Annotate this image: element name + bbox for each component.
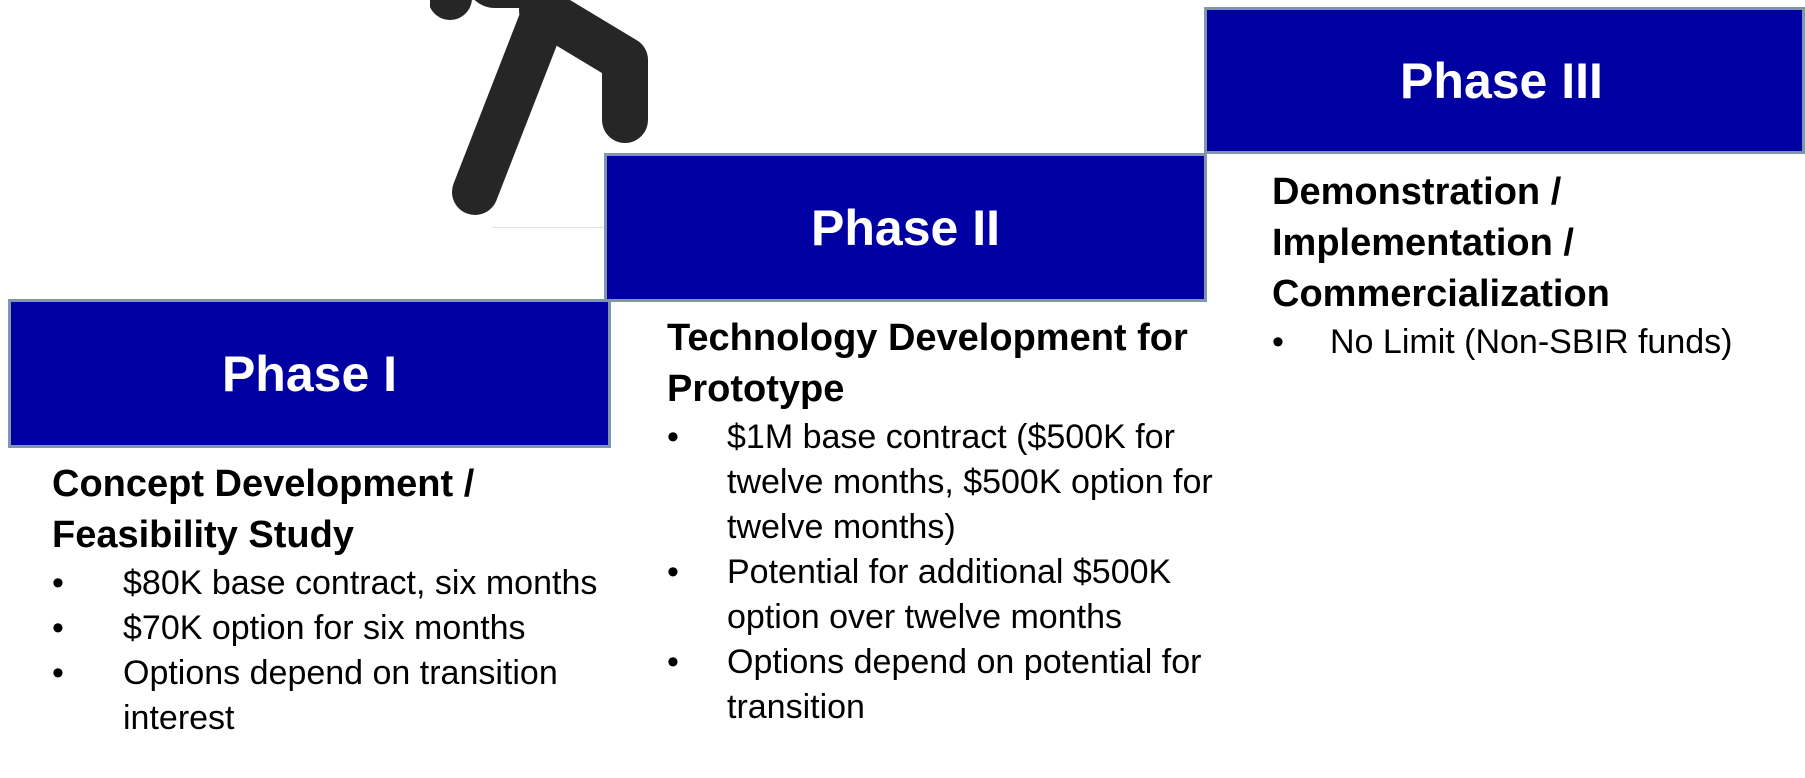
list-item: • Options depend on potential for transi… (667, 640, 1227, 730)
step-baseline (492, 227, 604, 228)
bullet-text: Options depend on transition interest (123, 654, 558, 737)
bullet-dot-icon: • (667, 643, 679, 681)
bullet-text: $1M base contract ($500K for twelve mont… (727, 418, 1213, 546)
phase-3-box: Phase III (1204, 7, 1805, 154)
bullet-text: Potential for additional $500K option ov… (727, 553, 1172, 636)
phase-1-heading: Concept Development / Feasibility Study (52, 463, 475, 556)
phase-1-bullet-list: • $80K base contract, six months • $70K … (52, 561, 612, 741)
phase-2-box: Phase II (604, 153, 1207, 302)
phase-1-label: Phase I (221, 345, 398, 402)
bullet-dot-icon: • (667, 553, 679, 591)
bullet-dot-icon: • (1272, 323, 1284, 361)
phase-1-description: Concept Development / Feasibility Study … (52, 459, 612, 741)
list-item: • $80K base contract, six months (52, 561, 623, 606)
phase-3-heading: Demonstration / Implementation / Commerc… (1272, 171, 1610, 315)
phase-1-box: Phase I (8, 299, 611, 448)
walking-person-icon (428, 0, 720, 230)
list-item: • Options depend on transition interest (52, 651, 623, 741)
bullet-text: Options depend on potential for transiti… (727, 643, 1202, 726)
bullet-dot-icon: • (667, 418, 679, 456)
bullet-text: $70K option for six months (123, 609, 526, 647)
bullet-dot-icon: • (52, 564, 64, 602)
bullet-text: No Limit (Non-SBIR funds) (1330, 323, 1733, 361)
phase-3-bullet-list: • No Limit (Non-SBIR funds) (1272, 320, 1792, 365)
phase-3-label: Phase III (1400, 52, 1603, 109)
phase-2-heading: Technology Development for Prototype (667, 317, 1188, 410)
phase-2-bullet-list: • $1M base contract ($500K for twelve mo… (667, 415, 1267, 730)
phase-2-label: Phase II (811, 199, 1000, 256)
list-item: • Potential for additional $500K option … (667, 550, 1227, 640)
bullet-text: $80K base contract, six months (123, 564, 598, 602)
list-item: • $70K option for six months (52, 606, 623, 651)
bullet-dot-icon: • (52, 654, 64, 692)
phase-2-description: Technology Development for Prototype • $… (667, 313, 1267, 730)
phase-3-description: Demonstration / Implementation / Commerc… (1272, 167, 1792, 365)
list-item: • $1M base contract ($500K for twelve mo… (667, 415, 1227, 550)
bullet-dot-icon: • (52, 609, 64, 647)
list-item: • No Limit (Non-SBIR funds) (1272, 320, 1792, 365)
